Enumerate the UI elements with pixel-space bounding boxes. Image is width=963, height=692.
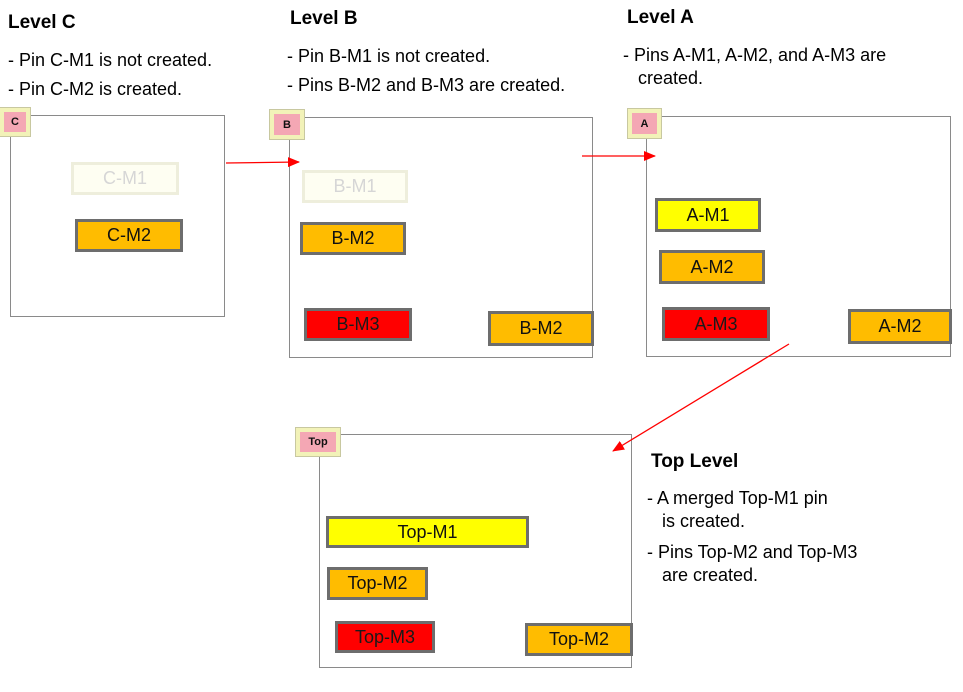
level-b-notes: - Pin B-M1 is not created. - Pins B-M2 a… [287, 44, 565, 97]
pin-b-m3[interactable]: B-M3 [304, 308, 412, 341]
top-level-notes: - A merged Top-M1 pin is created. - Pins… [647, 487, 857, 587]
level-c-note-2: - Pin C-M2 is created. [8, 79, 183, 99]
module-a-tag: A [627, 108, 662, 139]
pin-top-m1[interactable]: Top-M1 [326, 516, 529, 548]
top-level-note-4: are created. [662, 565, 759, 585]
module-b-tag: B [269, 109, 305, 140]
pin-b-m2[interactable]: B-M2 [300, 222, 406, 255]
top-level-heading: Top Level [651, 451, 739, 472]
module-a[interactable]: A-M1 A-M2 A-M3 A-M2 [646, 116, 952, 357]
pin-top-m2-right[interactable]: Top-M2 [525, 623, 633, 656]
level-b-heading: Level B [290, 8, 358, 29]
pin-b-m1[interactable]: B-M1 [302, 170, 408, 203]
pin-a-m3[interactable]: A-M3 [662, 307, 770, 341]
top-level-note-3: - Pins Top-M2 and Top-M3 [647, 542, 858, 562]
pin-c-m2[interactable]: C-M2 [75, 219, 183, 252]
pin-top-m2[interactable]: Top-M2 [327, 567, 428, 600]
level-b-note-1: - Pin B-M1 is not created. [287, 46, 491, 66]
level-c-notes: - Pin C-M1 is not created. - Pin C-M2 is… [8, 48, 212, 101]
top-level-note-2: is created. [662, 511, 746, 531]
pin-a-m1[interactable]: A-M1 [655, 198, 761, 232]
module-c[interactable]: C-M1 C-M2 [10, 115, 225, 317]
level-b-note-2: - Pins B-M2 and B-M3 are created. [287, 75, 566, 95]
pin-top-m3[interactable]: Top-M3 [335, 621, 435, 653]
arrow-a-to-top [612, 343, 790, 452]
level-a-note-1: - Pins A-M1, A-M2, and A-M3 are [623, 45, 887, 65]
pin-a-m2[interactable]: A-M2 [659, 250, 765, 284]
module-top[interactable]: Top-M1 Top-M2 Top-M3 Top-M2 [319, 434, 633, 668]
pin-c-m1[interactable]: C-M1 [71, 162, 179, 195]
module-c-tag: C [0, 107, 31, 137]
level-c-note-1: - Pin C-M1 is not created. [8, 50, 213, 70]
pin-b-m2-right[interactable]: B-M2 [488, 311, 594, 346]
module-b[interactable]: B-M1 B-M2 B-M3 B-M2 [289, 117, 594, 358]
level-a-notes: - Pins A-M1, A-M2, and A-M3 are created. [623, 44, 886, 90]
level-a-heading: Level A [627, 7, 694, 28]
level-c-heading: Level C [8, 12, 76, 33]
level-a-note-2: created. [638, 68, 704, 88]
pin-a-m2-right[interactable]: A-M2 [848, 309, 952, 344]
module-top-tag: Top [295, 427, 341, 457]
top-level-note-1: - A merged Top-M1 pin [647, 488, 828, 508]
